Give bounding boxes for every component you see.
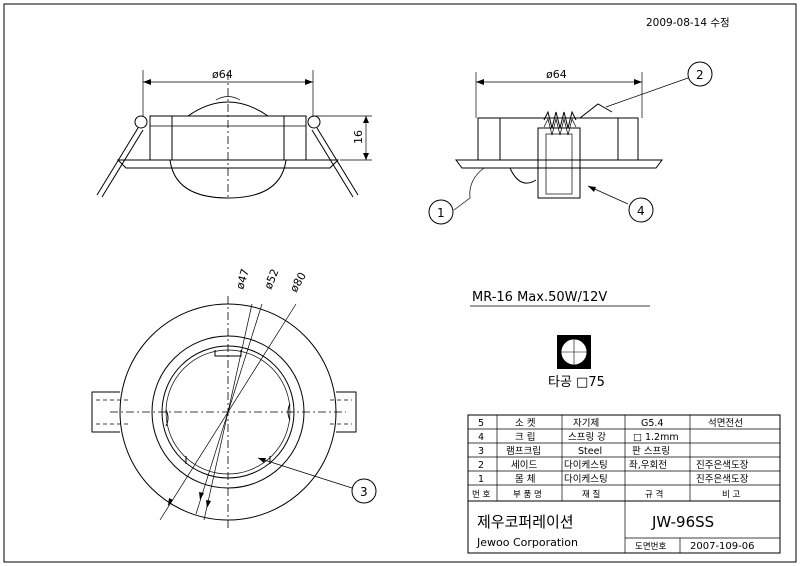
table-row: 2 세이드 다이케스팅 좌,우회전 진주은색도장 [478,460,749,471]
title-block: 제우코퍼레이션 Jewoo Corporation JW-96SS 도면번호 2… [467,500,781,554]
cell-spec: 좌,우회전 [629,460,667,471]
header-note: 비 고 [722,490,741,500]
cutout-symbol [557,335,591,369]
callout-3: 3 [360,485,368,499]
callout-4: 4 [637,204,645,218]
header-name: 부 품 명 [513,489,542,500]
cell-material: 스프링 강 [568,431,606,443]
cell-material: 다이케스팅 [564,474,608,485]
callout-1-circle [428,199,454,225]
table-header: 번 호 부 품 명 재 질 규 격 비 고 [472,489,741,500]
cell-no: 3 [478,446,484,457]
revision-note: 2009-08-14 수정 [646,17,730,29]
callout-2-circle [687,61,713,87]
cell-spec: G5.4 [641,418,663,429]
cell-note: 진주은색도장 [696,460,749,471]
front-width-dimension: ø64 [212,68,233,81]
drawing-number: 2007-109-06 [690,541,754,552]
cell-name: 몸 체 [515,474,536,485]
company-name-korean: 제우코퍼레이션 [477,513,574,531]
callout-3-circle [351,478,377,504]
callout-2: 2 [696,68,704,82]
cell-no: 4 [478,432,484,443]
cell-material: 자기제 [573,418,599,429]
side-width-dimension: ø64 [546,68,567,81]
cell-material: 다이케스팅 [564,460,608,471]
cell-no: 2 [478,460,484,471]
cell-no: 5 [478,418,484,429]
spring [543,110,577,136]
side-view: ø64 2 1 4 [428,61,713,225]
plan-view: ø47 ø52 ø80 3 [91,267,377,528]
table-row: 3 램프크립 Steel 판 스프링 [478,445,670,457]
header-spec: 규 격 [645,489,663,500]
cell-name: 세이드 [511,460,537,471]
table-row: 4 크 립 스프링 강 □ 1.2mm [478,431,679,443]
cell-name: 램프크립 [506,445,541,457]
diameter-80-label: ø80 [287,270,309,294]
cell-note: 석면전선 [708,418,743,429]
diameter-47-label: ø47 [233,267,251,291]
company-name-english: Jewoo Corporation [476,536,578,549]
cell-no: 1 [478,474,484,485]
table-row: 5 소 켓 자기제 G5.4 석면전선 [478,418,743,429]
drawing-number-label: 도면번호 [635,541,666,552]
header-no: 번 호 [472,490,491,500]
cell-note: 진주은색도장 [696,474,749,485]
front-height-dimension: 16 [352,130,365,144]
header-material: 재 질 [582,489,600,500]
callout-1: 1 [437,206,445,220]
lamp-spec: MR-16 Max.50W/12V [472,290,607,305]
front-view: ø64 16 [96,68,372,200]
cell-name: 크 립 [515,431,536,443]
model-number: JW-96SS [651,513,714,531]
cell-name: 소 켓 [515,418,536,429]
table-row: 1 몸 체 다이케스팅 진주은색도장 [478,474,749,485]
cell-spec: □ 1.2mm [633,432,679,443]
cutout-label: 타공 □75 [548,375,605,390]
diameter-52-label: ø52 [262,267,282,291]
cell-material: Steel [578,446,602,457]
cell-spec: 판 스프링 [632,445,670,457]
callout-4-circle [628,197,654,223]
parts-table: 5 소 켓 자기제 G5.4 석면전선 4 크 립 스프링 강 □ 1.2mm … [467,414,781,502]
drawing-border [3,3,797,563]
